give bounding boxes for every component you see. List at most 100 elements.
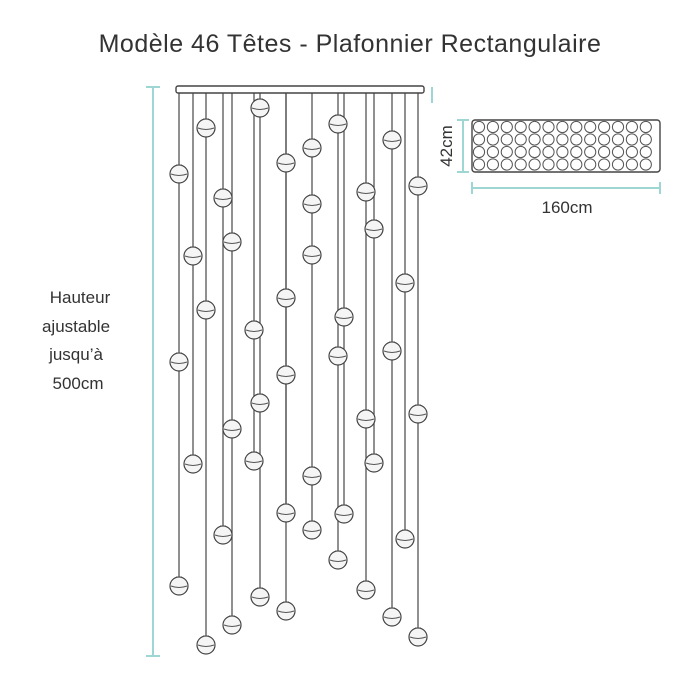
diagram-title: Modèle 46 Têtes - Plafonnier Rectangulai… bbox=[99, 30, 602, 58]
pendant-globe bbox=[169, 164, 189, 184]
height-dimension bbox=[146, 86, 160, 657]
top-view-head bbox=[542, 120, 555, 134]
top-view-head bbox=[611, 120, 625, 134]
depth-dimension bbox=[457, 119, 469, 173]
pendant-globe bbox=[302, 520, 322, 540]
pendant-globe bbox=[276, 503, 296, 523]
pendant-globe bbox=[169, 352, 189, 372]
top-view-head bbox=[598, 158, 611, 171]
top-view-head bbox=[639, 133, 652, 146]
top-view-head bbox=[625, 133, 639, 146]
pendant-globes bbox=[169, 98, 428, 655]
pendant-globe bbox=[250, 98, 270, 118]
top-view bbox=[471, 119, 661, 173]
pendant-globe bbox=[408, 404, 428, 424]
pendant-globe bbox=[302, 194, 322, 214]
pendant-globe bbox=[302, 466, 322, 486]
top-view-head bbox=[500, 158, 513, 171]
top-view-head bbox=[486, 145, 499, 159]
top-view-head bbox=[639, 158, 652, 171]
top-view-head bbox=[584, 120, 597, 134]
pendant-globe bbox=[244, 451, 264, 471]
pendant-globe bbox=[382, 341, 402, 361]
top-view-head bbox=[500, 133, 513, 146]
height-label-line-4: 500cm bbox=[52, 374, 103, 393]
pendant-globe bbox=[302, 245, 322, 265]
top-view-head bbox=[625, 145, 639, 159]
pendant-globe bbox=[276, 153, 296, 173]
top-view-head bbox=[584, 145, 597, 159]
height-label-line-1: Hauteur bbox=[50, 288, 111, 307]
top-view-head bbox=[584, 158, 597, 171]
top-view-head bbox=[584, 133, 597, 146]
top-view-head bbox=[514, 120, 527, 134]
pendant-globe bbox=[213, 525, 233, 545]
pendant-globe bbox=[250, 587, 270, 607]
pendant-globe bbox=[382, 607, 402, 627]
pendant-globe bbox=[276, 288, 296, 308]
top-view-head bbox=[639, 145, 652, 159]
height-label-line-3: jusqu’à bbox=[48, 345, 103, 364]
top-view-head bbox=[528, 133, 541, 146]
top-view-head bbox=[570, 133, 583, 146]
top-view-head bbox=[625, 120, 639, 134]
pendant-globe bbox=[334, 504, 354, 524]
top-view-head bbox=[542, 133, 555, 146]
top-view-head bbox=[625, 158, 639, 171]
top-view-head bbox=[514, 158, 527, 171]
pendant-globe bbox=[364, 453, 384, 473]
top-view-head bbox=[500, 120, 513, 134]
pendant-cords bbox=[178, 93, 419, 636]
top-view-head bbox=[528, 145, 541, 159]
top-view-head bbox=[514, 133, 527, 146]
pendant-globe bbox=[408, 627, 428, 647]
pendant-globe bbox=[328, 114, 348, 134]
pendant-globe bbox=[395, 529, 415, 549]
pendant-globe bbox=[222, 232, 242, 252]
pendant-globe bbox=[213, 188, 233, 208]
pendant-globe bbox=[408, 176, 428, 196]
pendant-globe bbox=[244, 320, 264, 340]
top-view-head bbox=[639, 120, 652, 134]
top-view-head bbox=[570, 158, 583, 171]
pendant-globe bbox=[356, 580, 376, 600]
top-view-head bbox=[500, 145, 513, 159]
pendant-globe bbox=[364, 219, 384, 239]
height-label-line-2: ajustable bbox=[42, 317, 110, 336]
top-view-head bbox=[611, 145, 625, 159]
top-view-head bbox=[528, 120, 541, 134]
pendant-globe bbox=[222, 615, 242, 635]
top-view-head bbox=[598, 133, 611, 146]
pendant-globe bbox=[328, 346, 348, 366]
top-view-head bbox=[570, 120, 583, 134]
top-view-head bbox=[542, 158, 555, 171]
top-view-head bbox=[598, 120, 611, 134]
pendant-globe bbox=[382, 130, 402, 150]
pendant-globe bbox=[183, 246, 203, 266]
pendant-globe bbox=[276, 365, 296, 385]
pendant-globe bbox=[196, 118, 216, 138]
pendant-globe bbox=[395, 273, 415, 293]
width-label: 160cm bbox=[541, 198, 592, 217]
pendant-globe bbox=[222, 419, 242, 439]
top-view-head bbox=[486, 133, 499, 146]
pendant-globe bbox=[356, 409, 376, 429]
top-view-head bbox=[570, 145, 583, 159]
width-dimension bbox=[471, 182, 661, 194]
pendant-globe bbox=[356, 182, 376, 202]
pendant-globe bbox=[302, 138, 322, 158]
top-view-head bbox=[514, 145, 527, 159]
pendant-globe bbox=[276, 601, 296, 621]
top-view-head bbox=[556, 120, 569, 134]
top-view-head bbox=[472, 158, 486, 171]
pendant-globe bbox=[169, 576, 189, 596]
top-view-head bbox=[556, 133, 569, 146]
top-view-heads bbox=[472, 120, 652, 171]
pendant-globe bbox=[196, 300, 216, 320]
top-view-head bbox=[472, 145, 486, 159]
ceiling-canopy bbox=[175, 85, 425, 94]
top-view-head bbox=[486, 120, 499, 134]
top-view-head bbox=[556, 158, 569, 171]
